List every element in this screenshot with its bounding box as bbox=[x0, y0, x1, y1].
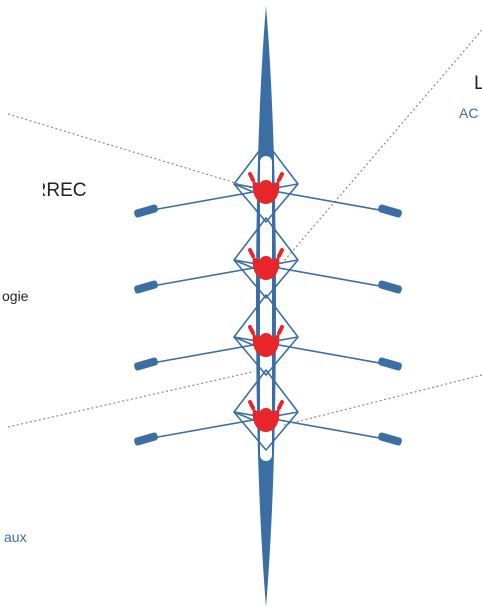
label-left-bottom: aux bbox=[4, 529, 27, 545]
oar-blade-left-3 bbox=[134, 357, 158, 371]
rigger-4 bbox=[233, 369, 299, 451]
label-left-top: ERREC bbox=[20, 180, 87, 201]
boat-cockpit bbox=[260, 156, 272, 461]
rower-head-2 bbox=[259, 256, 273, 270]
oar-blade-right-3 bbox=[378, 357, 402, 371]
oar-blade-left-4 bbox=[134, 432, 158, 446]
leader-line-right-top bbox=[277, 29, 482, 269]
rower-arms-2 bbox=[248, 248, 284, 258]
label-right-sub: AC bbox=[459, 105, 479, 121]
rigger-2 bbox=[233, 217, 299, 299]
rower-arms-1 bbox=[248, 172, 284, 182]
rower-head-4 bbox=[259, 408, 273, 422]
rower-arms-3 bbox=[248, 325, 284, 335]
rowers bbox=[248, 172, 284, 432]
label-right-top: L bbox=[474, 73, 482, 94]
oar-blade-right-1 bbox=[378, 204, 402, 218]
oar-blade-right-4 bbox=[378, 432, 402, 446]
oar-blade-left-1 bbox=[134, 204, 158, 218]
label-left-middle: ogie bbox=[2, 288, 29, 304]
leader-lines bbox=[7, 29, 482, 428]
leader-line-left-bottom bbox=[7, 371, 253, 428]
rigger-3 bbox=[233, 294, 299, 376]
rower-head-3 bbox=[259, 333, 273, 347]
oar-blade-right-2 bbox=[378, 280, 402, 294]
rigger-1 bbox=[233, 141, 299, 223]
rower-arms-4 bbox=[248, 400, 284, 410]
rower-head-1 bbox=[259, 180, 273, 194]
leader-line-left-top bbox=[7, 113, 253, 189]
leader-line-right-bottom bbox=[283, 374, 482, 426]
oar-blade-left-2 bbox=[134, 280, 158, 294]
